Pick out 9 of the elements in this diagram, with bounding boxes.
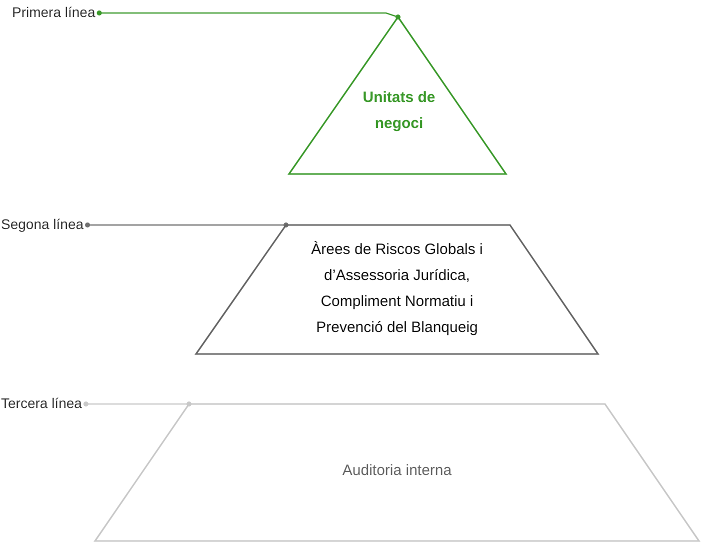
leader-line: [83, 402, 192, 406]
line-label: Segona línea: [1, 216, 84, 232]
tier-title: Àrees de Riscos Globals i d’Assessoria Jurídica, Compliment Normatiu i Prevenció del Blanqueig: [310, 240, 484, 338]
leader-line: [85, 222, 288, 228]
tier-title: Auditoria interna: [341, 461, 453, 481]
tier-title: Unitats de negoci: [362, 88, 436, 134]
line-label: Primera línea: [12, 4, 96, 20]
line-label: Tercera línea: [1, 395, 82, 411]
leader-line: [96, 10, 400, 20]
